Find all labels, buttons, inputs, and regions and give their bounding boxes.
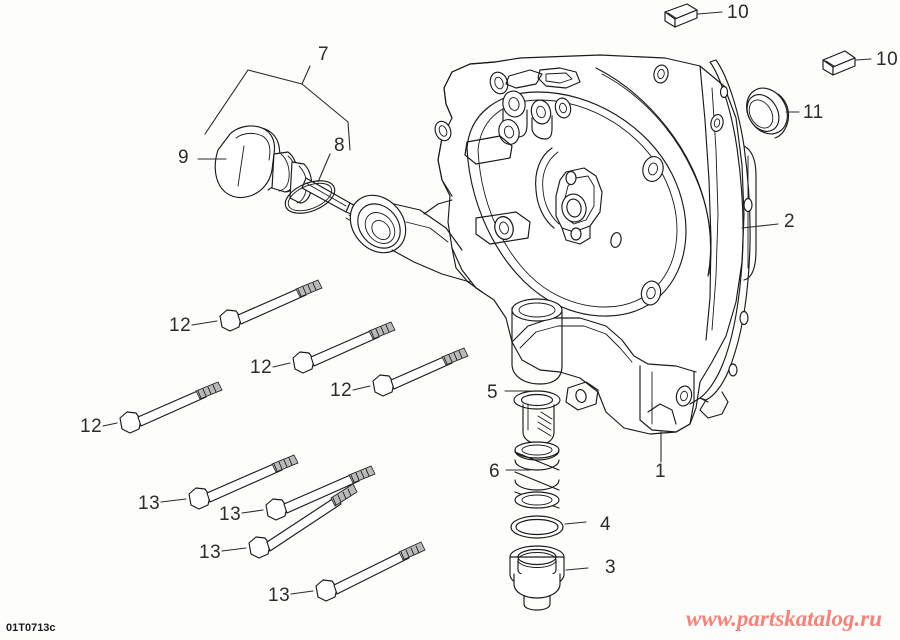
leader-item-2 <box>741 223 779 229</box>
callout-4: 4 <box>600 514 612 535</box>
bolt-13-d <box>290 541 426 602</box>
callout-2: 2 <box>784 211 796 232</box>
oil-seal <box>746 87 790 139</box>
leader-item-10b <box>855 58 872 61</box>
callout-8: 8 <box>334 135 346 156</box>
leader-item-10a <box>697 11 723 15</box>
drawing-code-label: 01T0713c <box>6 622 56 634</box>
crankcase-cover-body <box>434 54 745 435</box>
shifter-detail <box>535 147 603 245</box>
bolt-13-c <box>221 483 358 559</box>
cover-gasket <box>699 59 757 419</box>
callout-6: 6 <box>489 461 501 482</box>
callout-10-right: 10 <box>876 49 899 70</box>
callout-3: 3 <box>605 557 617 578</box>
callout-13-b: 13 <box>219 504 242 525</box>
interior-bosses <box>464 90 572 245</box>
bolt-12-b <box>272 321 396 374</box>
site-watermark: www.partskatalog.ru <box>686 606 882 631</box>
callout-12-b: 12 <box>250 357 273 378</box>
callout-13-d: 13 <box>268 585 291 606</box>
callout-12-c: 12 <box>330 380 353 401</box>
callout-12-a: 12 <box>169 315 192 336</box>
callout-5: 5 <box>487 382 499 403</box>
dowel-pin-upper <box>664 3 698 28</box>
callout-13-c: 13 <box>199 542 222 563</box>
callout-7: 7 <box>318 44 330 65</box>
callout-10-upper: 10 <box>727 2 750 23</box>
dowel-pin-right <box>822 50 856 76</box>
oil-plug-cap <box>509 545 589 611</box>
bolt-13-b <box>241 465 376 521</box>
callout-13-a: 13 <box>138 493 161 514</box>
callout-11: 11 <box>803 102 824 123</box>
bolt-13-a <box>160 454 299 510</box>
callout-12-d: 12 <box>80 416 103 437</box>
bolt-12-d <box>102 381 223 434</box>
strainer-bushing <box>504 390 561 445</box>
dipstick-assembly <box>204 65 365 223</box>
callout-1: 1 <box>655 461 667 482</box>
oil-filler-neck <box>349 194 471 283</box>
bolt-12-a <box>191 279 323 332</box>
o-ring <box>510 515 587 539</box>
bolt-12-c <box>352 347 469 397</box>
callout-9: 9 <box>178 147 190 168</box>
relief-spring <box>505 441 560 509</box>
